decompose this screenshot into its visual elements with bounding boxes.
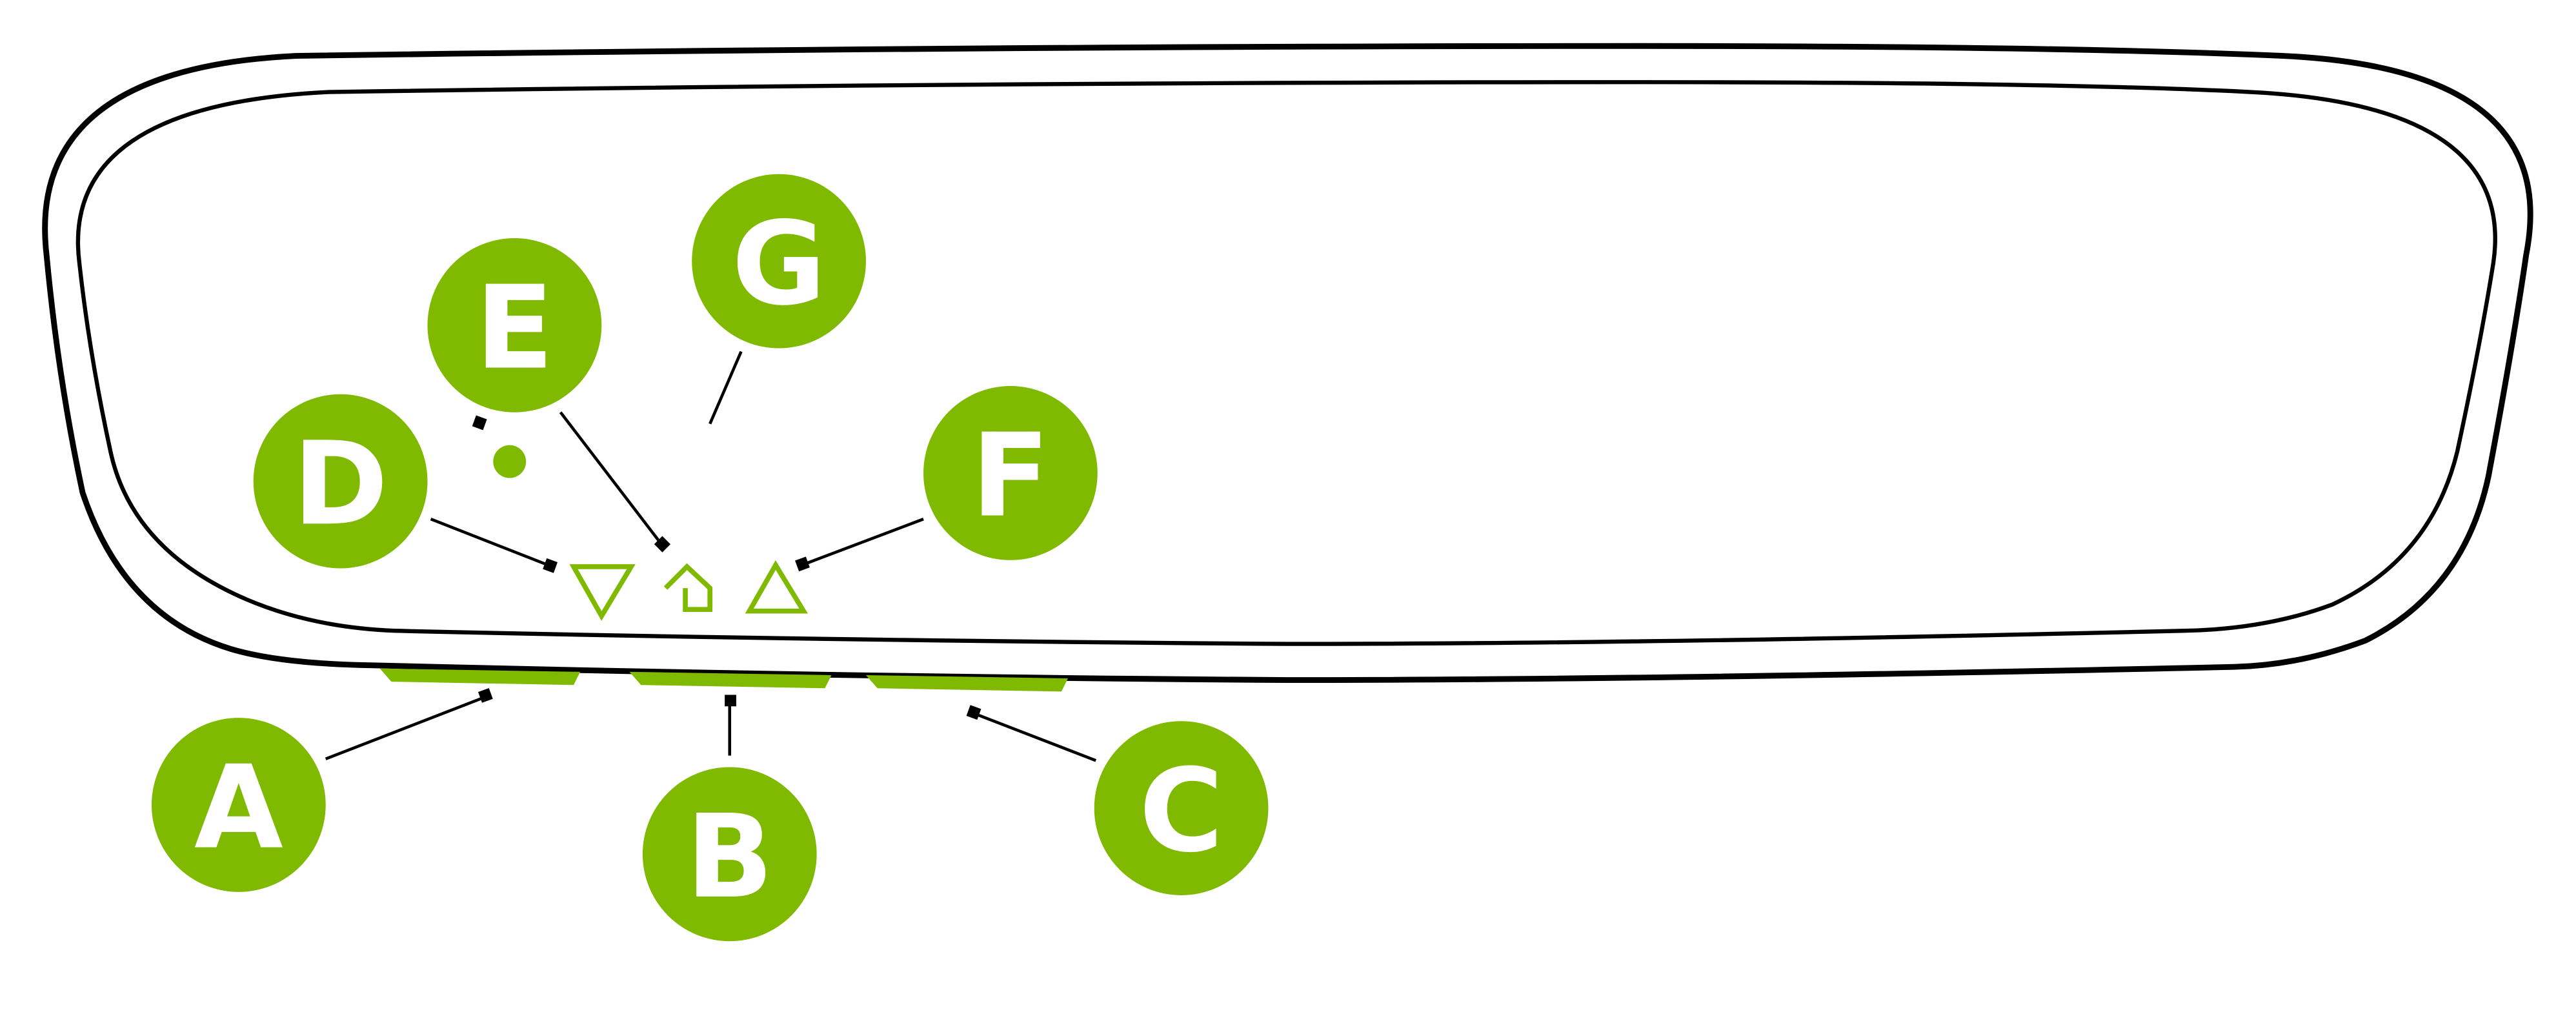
callout-label-g: G [732,198,826,331]
mirror-outer-outline [42,43,2533,684]
callout-a: A [151,718,326,892]
callout-b: B [642,767,817,942]
leader-lines [325,350,1097,762]
bottom-buttons [379,668,1068,692]
button-c[interactable] [865,675,1068,692]
callout-c: C [1094,721,1269,895]
up-triangle-icon[interactable] [745,560,809,614]
callout-g: G [692,174,866,349]
callout-label-f: F [971,410,1050,543]
callout-e: E [427,238,602,412]
callout-f: F [923,386,1098,560]
callout-label-d: D [293,418,388,551]
down-triangle-icon[interactable] [569,564,636,621]
button-b[interactable] [629,671,832,689]
callout-label-c: C [1139,745,1223,878]
indicator-light [493,445,527,478]
button-a[interactable] [379,668,581,685]
leader-endpoints [472,415,981,720]
callout-label-a: A [194,742,283,875]
callout-label-b: B [686,791,774,924]
callout-d: D [253,394,428,569]
home-icon[interactable] [663,563,713,612]
callout-label-e: E [476,261,554,395]
mirror-glass-outline [75,80,2497,646]
